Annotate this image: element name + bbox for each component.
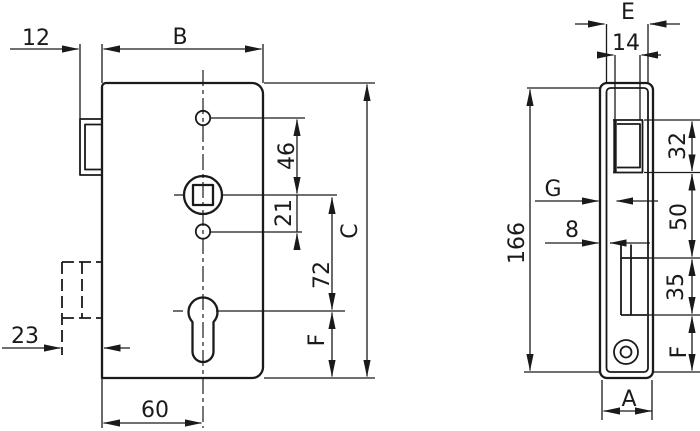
screw-hole	[613, 339, 639, 365]
cutout-edges	[613, 119, 644, 174]
dim-faceplate-thickness: 8	[545, 218, 650, 247]
dim-label-14: 14	[612, 31, 640, 56]
dim-backset: 60	[103, 398, 202, 427]
bolt-cutout	[620, 244, 647, 316]
dim-spindle-to-cylinder: 72	[310, 197, 336, 310]
dim-latch-projection: 12	[10, 26, 79, 53]
dim-front-to-latch: G	[535, 177, 658, 205]
screw-hole-outer	[613, 339, 639, 365]
side-view: E 14 G 8 166 32	[505, 0, 700, 420]
faceplate-outline	[598, 81, 655, 380]
dim-faceplate-width: A	[603, 387, 652, 415]
latch-in-cutout	[617, 123, 641, 169]
dim-label-F-front: F	[305, 334, 330, 347]
dim-label-32: 32	[666, 132, 691, 160]
dim-label-A: A	[621, 387, 636, 412]
dim-case-depth: E	[575, 0, 680, 28]
cylinder-keyhole	[187, 296, 219, 364]
latch-bolt-front	[79, 118, 103, 176]
dim-label-C: C	[338, 223, 363, 238]
dim-label-23: 23	[11, 324, 39, 349]
dim-label-21: 21	[272, 199, 297, 227]
dead-bolt-hidden	[61, 261, 102, 355]
dim-label-12: 12	[22, 26, 50, 51]
dim-bolt-cutout-height: 35	[664, 259, 696, 314]
dim-label-B: B	[172, 25, 187, 50]
dim-label-166: 166	[505, 222, 530, 264]
dim-label-E: E	[621, 0, 635, 25]
center-ticks	[173, 194, 184, 312]
dim-label-50: 50	[667, 203, 692, 231]
latch-face-lines	[84, 123, 102, 171]
dim-label-F-side: F	[667, 346, 692, 359]
lock-case-outline	[100, 81, 265, 380]
dim-cylinder-to-bottom: F	[305, 312, 336, 377]
dim-hole-to-spindle: 46	[275, 119, 301, 194]
dim-case-width: B	[103, 25, 262, 53]
dim-faceplate-height: 166	[505, 89, 534, 371]
dim-latch-cutout-height: 32	[666, 121, 696, 172]
dim-bolt-projection: 23	[2, 324, 130, 352]
faceplate-inner-line	[605, 87, 649, 373]
dim-label-72: 72	[310, 261, 335, 289]
dim-label-8: 8	[565, 218, 579, 243]
dim-label-G: G	[544, 177, 561, 202]
latch-outline	[79, 118, 103, 176]
dim-label-46: 46	[275, 142, 300, 170]
dim-cutout-spacing: 50	[667, 173, 696, 257]
dim-case-height: C	[338, 84, 371, 377]
dim-latch-width: 14	[597, 31, 661, 59]
dim-label-60: 60	[141, 398, 169, 423]
spindle-square	[191, 183, 215, 207]
front-view: 12 B 46 21 72 F C	[2, 25, 375, 428]
latch-cutout	[613, 119, 644, 174]
dim-spindle-to-hole: 21	[272, 195, 301, 250]
dim-cutout-to-bottom: F	[667, 316, 696, 371]
screw-hole-inner	[619, 345, 633, 359]
front-extension-lines	[79, 44, 375, 428]
dim-label-35: 35	[664, 273, 689, 301]
